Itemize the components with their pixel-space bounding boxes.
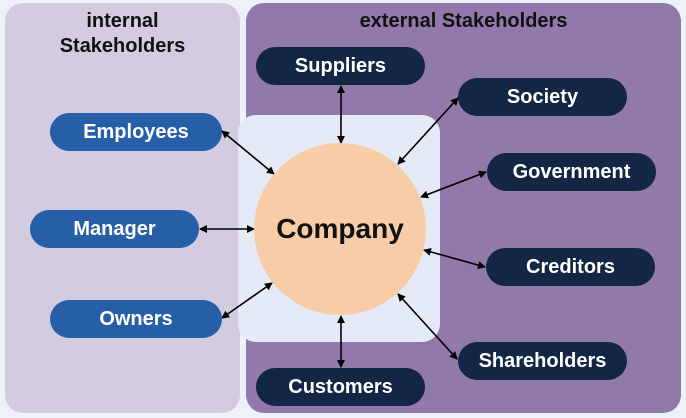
- arrow-employees: [221, 130, 275, 175]
- government-node: Government: [487, 153, 656, 191]
- customers-node: Customers: [256, 368, 425, 406]
- internal-title-line2: Stakeholders: [59, 35, 186, 57]
- internal-title-line1: internal: [86, 10, 159, 32]
- external-stakeholders-title: external Stakeholders: [359, 10, 568, 32]
- arrow-creditors: [423, 248, 486, 269]
- manager-node: Manager: [30, 210, 199, 248]
- society-node: Society: [458, 78, 627, 116]
- arrow-owners: [221, 282, 273, 319]
- internal-stakeholders-title: internal Stakeholders: [5, 9, 240, 59]
- company-node: Company: [254, 143, 426, 315]
- shareholders-node: Shareholders: [458, 342, 627, 380]
- arrow-government: [420, 170, 487, 199]
- employees-node: Employees: [50, 113, 222, 151]
- creditors-node: Creditors: [486, 248, 655, 286]
- arrow-shareholders: [397, 293, 458, 360]
- suppliers-node: Suppliers: [256, 47, 425, 85]
- owners-node: Owners: [50, 300, 222, 338]
- arrow-society: [397, 97, 459, 165]
- internal-stakeholders-panel: [5, 3, 240, 413]
